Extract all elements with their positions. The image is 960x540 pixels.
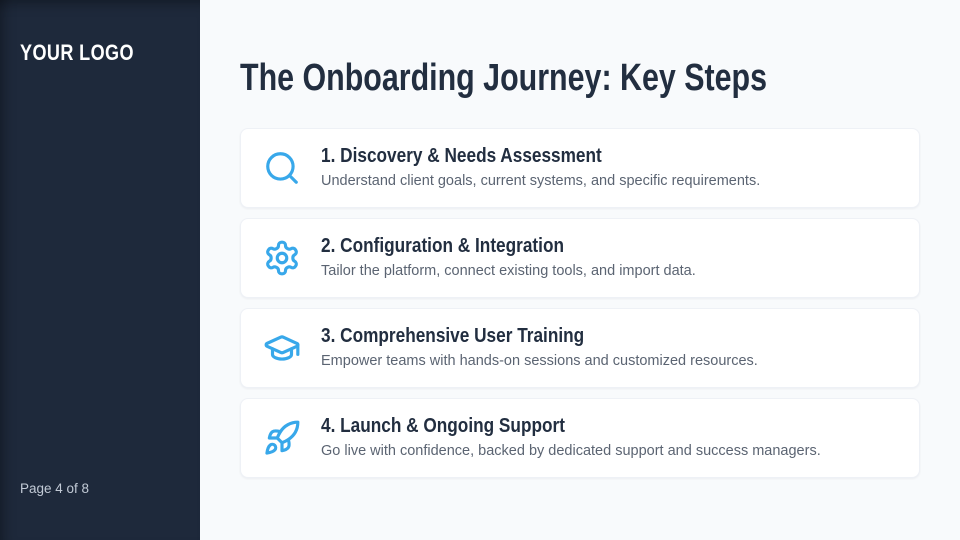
step-text: 3. Comprehensive User Training Empower t…: [321, 323, 758, 372]
step-card-training: 3. Comprehensive User Training Empower t…: [240, 307, 920, 388]
step-title: 3. Comprehensive User Training: [321, 324, 585, 348]
step-description: Go live with confidence, backed by dedic…: [321, 443, 821, 460]
main-content: The Onboarding Journey: Key Steps 1. Dis…: [200, 0, 960, 540]
page-title: The Onboarding Journey: Key Steps: [240, 57, 768, 99]
step-text: 2. Configuration & Integration Tailor th…: [321, 233, 696, 282]
steps-list: 1. Discovery & Needs Assessment Understa…: [240, 127, 920, 478]
logo: YOUR LOGO: [20, 40, 134, 65]
rocket-icon: [263, 419, 301, 457]
page-indicator: Page 4 of 8: [20, 481, 90, 496]
step-card-discovery: 1. Discovery & Needs Assessment Understa…: [240, 127, 920, 208]
sidebar: YOUR LOGO Page 4 of 8: [0, 0, 200, 540]
step-description: Understand client goals, current systems…: [321, 173, 761, 190]
step-text: 4. Launch & Ongoing Support Go live with…: [321, 413, 821, 462]
step-title: 1. Discovery & Needs Assessment: [321, 144, 602, 168]
step-card-launch: 4. Launch & Ongoing Support Go live with…: [240, 397, 920, 478]
gear-icon: [263, 239, 301, 277]
step-description: Empower teams with hands-on sessions and…: [321, 353, 758, 370]
search-icon: [263, 149, 301, 187]
step-card-configuration: 2. Configuration & Integration Tailor th…: [240, 217, 920, 298]
graduation-cap-icon: [263, 329, 301, 367]
step-description: Tailor the platform, connect existing to…: [321, 263, 696, 280]
step-title: 2. Configuration & Integration: [321, 234, 564, 258]
step-title: 4. Launch & Ongoing Support: [321, 414, 565, 438]
step-text: 1. Discovery & Needs Assessment Understa…: [321, 143, 760, 192]
